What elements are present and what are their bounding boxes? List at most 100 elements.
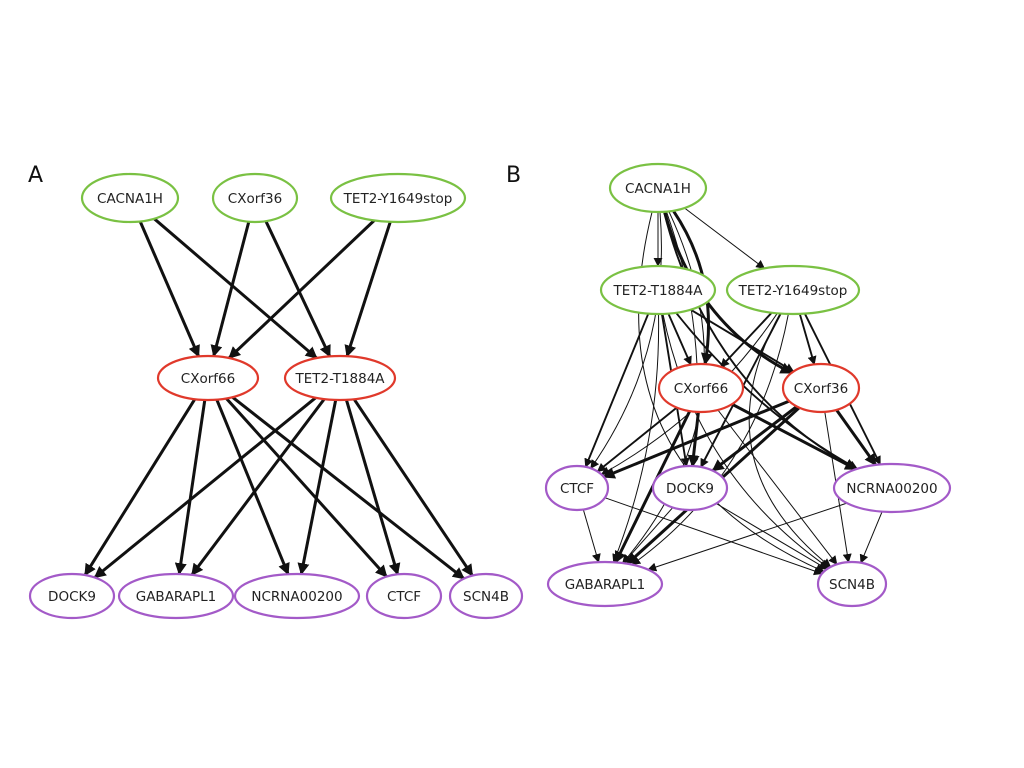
- panel-b-edge-tet2-y1649stop-to-gabarapl1: [631, 313, 789, 566]
- panel-b-edge-cacna1h-to-ctcf: [590, 211, 662, 470]
- panel-b-node-tet2-t1884a: TET2-T1884A: [599, 264, 717, 316]
- panel-a-node-cxorf36: CXorf36: [211, 172, 299, 224]
- panel-a-node-dock9-ellipse: [28, 572, 116, 620]
- panel-a-node-ncrna00200-ellipse: [233, 572, 361, 620]
- panel-b-label: B: [506, 163, 521, 188]
- panel-a-node-gabarapl1: GABARAPL1: [117, 572, 235, 620]
- panel-a-node-cacna1h-ellipse: [80, 172, 180, 224]
- panel-b-node-cxorf66-ellipse: [657, 362, 745, 414]
- panel-b-edge-cxorf66-to-scn4b: [717, 409, 838, 566]
- panel-b-edge-ctcf-to-scn4b: [604, 497, 823, 576]
- panel-a-edge-cxorf66-to-scn4b: [231, 396, 465, 580]
- panel-a-edge-tet2-t1884a-to-ncrna00200: [297, 399, 338, 576]
- panel-b-edge-tet2-y1649stop-to-cxorf66: [720, 312, 773, 368]
- panel-a-node-scn4b-label: SCN4B: [463, 589, 509, 605]
- panel-b-edge-cacna1h-to-cxorf36: [663, 211, 793, 375]
- panel-a-node-tet2-t1884a-ellipse: [283, 354, 397, 402]
- panel-a-node-tet2-t1884a: TET2-T1884A: [283, 354, 397, 402]
- panel-b-node-tet2-t1884a-ellipse: [599, 264, 717, 316]
- panel-a-edge-cacna1h-to-cxorf66: [138, 220, 200, 358]
- panel-a-edge-tet2-t1884a-to-gabarapl1: [190, 398, 326, 576]
- panel-b-edge-tet2-y1649stop-to-cxorf36: [798, 313, 817, 366]
- panel-b-node-gabarapl1: GABARAPL1: [546, 560, 664, 608]
- panel-b-node-cxorf66-label: CXorf66: [674, 381, 728, 397]
- panel-b-edge-dock9-to-scn4b: [715, 503, 828, 570]
- panel-b-node-dock9-ellipse: [651, 464, 729, 512]
- panel-a-edge-cxorf36-to-tet2-t1884a: [264, 220, 332, 358]
- panel-a-edge-cxorf66-to-dock9: [83, 398, 197, 577]
- panel-a-node-tet2-t1884a-label: TET2-T1884A: [294, 371, 385, 387]
- panel-a-node-ncrna00200: NCRNA00200: [233, 572, 361, 620]
- panel-b-node-ctcf-label: CTCF: [560, 481, 594, 497]
- panel-a-node-tet2-y1649stop-ellipse: [329, 172, 467, 224]
- panel-a-label: A: [28, 163, 43, 188]
- panel-a-edge-tet2-t1884a-to-scn4b: [352, 398, 474, 577]
- panel-a-node-cacna1h: CACNA1H: [80, 172, 180, 224]
- panel-b-edge-tet2-t1884a-to-ncrna00200: [675, 312, 858, 470]
- panel-b-edge-tet2-t1884a-to-gabarapl1: [612, 313, 660, 564]
- panel-b-node-scn4b-label: SCN4B: [829, 577, 875, 593]
- panel-a-node-tet2-y1649stop-label: TET2-Y1649stop: [343, 191, 453, 207]
- panel-b-edge-ctcf-to-gabarapl1: [582, 509, 601, 563]
- panel-b-edges: [582, 207, 883, 576]
- panel-a-node-ctcf-label: CTCF: [387, 589, 421, 605]
- panel-b-node-dock9: DOCK9: [651, 464, 729, 512]
- panel-b-edge-cxorf36-to-ctcf: [602, 399, 790, 479]
- panel-b-edge-cxorf66-to-ctcf: [596, 406, 678, 473]
- panel-a-edge-cxorf66-to-ctcf: [225, 397, 388, 578]
- panel-a-node-cxorf36-ellipse: [211, 172, 299, 224]
- panel-b-node-ctcf: CTCF: [544, 464, 610, 512]
- panel-b-node-tet2-y1649stop-ellipse: [725, 264, 861, 316]
- panel-b-node-ncrna00200: NCRNA00200: [832, 462, 952, 514]
- panel-a-node-dock9: DOCK9: [28, 572, 116, 620]
- panel-b-edge-dock9-to-gabarapl1: [622, 507, 674, 564]
- panel-a-edges: [83, 217, 474, 580]
- panel-a-node-ctcf: CTCF: [365, 572, 443, 620]
- panel-a-node-cxorf66-label: CXorf66: [181, 371, 235, 387]
- panel-a-node-dock9-label: DOCK9: [48, 589, 96, 605]
- panel-b-edge-tet2-t1884a-to-scn4b: [662, 313, 830, 569]
- panel-a-node-gabarapl1-label: GABARAPL1: [136, 589, 217, 605]
- panel-b-node-gabarapl1-ellipse: [546, 560, 664, 608]
- panel-a-node-cacna1h-label: CACNA1H: [97, 191, 163, 207]
- panel-b-node-cxorf36: CXorf36: [781, 362, 861, 414]
- panel-b-node-cacna1h-label: CACNA1H: [625, 181, 691, 197]
- panel-b-edge-ncrna00200-to-scn4b: [859, 511, 883, 564]
- panel-a-edge-tet2-t1884a-to-ctcf: [344, 399, 401, 576]
- panel-a-node-gabarapl1-ellipse: [117, 572, 235, 620]
- panel-a-node-tet2-y1649stop: TET2-Y1649stop: [329, 172, 467, 224]
- panel-b-node-tet2-t1884a-label: TET2-T1884A: [612, 283, 703, 299]
- panel-a-edge-cacna1h-to-tet2-t1884a: [153, 217, 318, 360]
- panel-b-node-cxorf36-ellipse: [781, 362, 861, 414]
- panel-b-edge-tet2-t1884a-to-ctcf: [584, 313, 650, 468]
- panel-a-node-scn4b: SCN4B: [448, 572, 524, 620]
- panel-a-edge-cxorf66-to-gabarapl1: [174, 399, 207, 576]
- panel-b-node-tet2-y1649stop-label: TET2-Y1649stop: [738, 283, 848, 299]
- panel-b-edge-cacna1h-to-tet2-y1649stop: [684, 207, 766, 269]
- panel-b-node-ctcf-ellipse: [544, 464, 610, 512]
- panel-b-node-ncrna00200-label: NCRNA00200: [846, 481, 937, 497]
- panel-a-node-ctcf-ellipse: [365, 572, 443, 620]
- panel-a-node-scn4b-ellipse: [448, 572, 524, 620]
- panel-a-edge-tet2-y1649stop-to-tet2-t1884a: [344, 221, 392, 358]
- panel-b-node-dock9-label: DOCK9: [666, 481, 714, 497]
- panel-b-edge-tet2-t1884a-to-cxorf66: [667, 313, 692, 366]
- panel-a-edge-tet2-t1884a-to-dock9: [93, 396, 317, 579]
- panel-b-node-cacna1h-ellipse: [608, 162, 708, 214]
- panel-a-node-ncrna00200-label: NCRNA00200: [251, 589, 342, 605]
- panel-b-node-scn4b: SCN4B: [816, 560, 888, 608]
- panel-b-edge-ncrna00200-to-gabarapl1: [647, 502, 848, 572]
- panel-b-node-cxorf36-label: CXorf36: [794, 381, 848, 397]
- panel-a-edge-tet2-y1649stop-to-cxorf66: [228, 219, 376, 360]
- panel-b-edge-cxorf36-to-dock9: [711, 405, 798, 472]
- panel-a-node-cxorf66: CXorf66: [156, 354, 260, 402]
- panel-b-node-cxorf66: CXorf66: [657, 362, 745, 414]
- panel-b-node-scn4b-ellipse: [816, 560, 888, 608]
- panel-b-node-tet2-y1649stop: TET2-Y1649stop: [725, 264, 861, 316]
- panel-b-edge-cxorf36-to-ncrna00200: [835, 409, 877, 466]
- panel-a-edge-cxorf36-to-cxorf66: [210, 221, 251, 358]
